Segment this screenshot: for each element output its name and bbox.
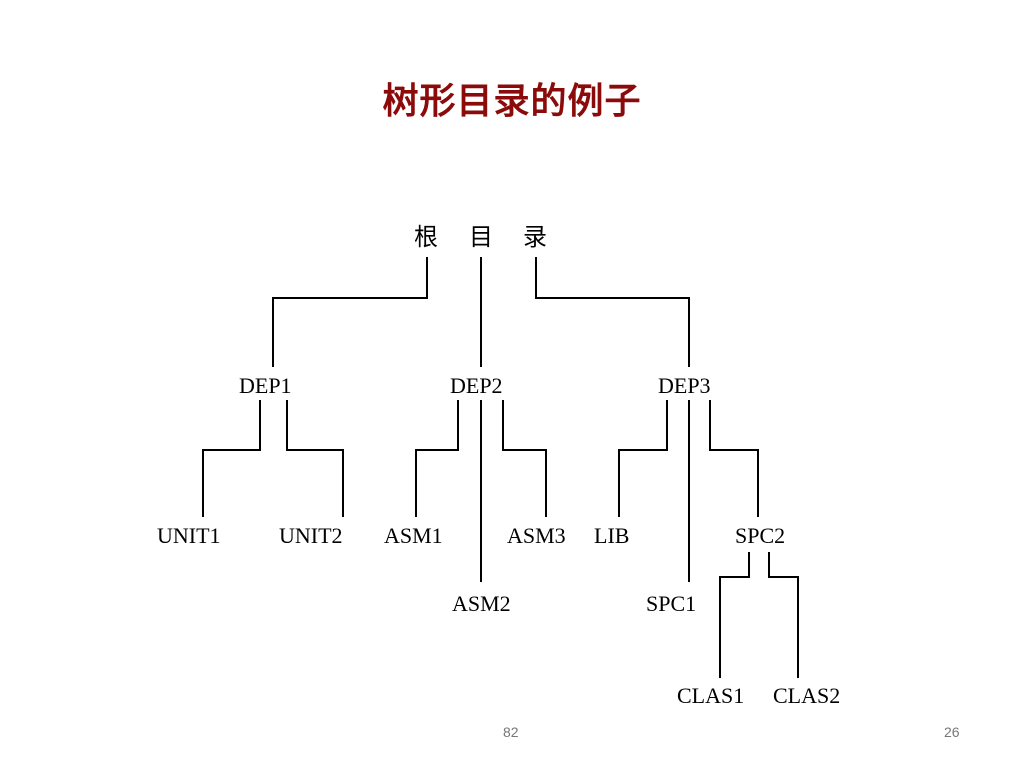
- connector-spc2-clas1: [719, 576, 750, 578]
- page-number-center: 82: [503, 724, 519, 740]
- node-lib: LIB: [594, 523, 630, 548]
- node-unit1: UNIT1: [157, 523, 221, 548]
- connector-dep3-lib: [618, 449, 668, 451]
- connector-dep2-asm2: [480, 400, 482, 582]
- connector-dep3-spc1: [688, 400, 690, 582]
- connector-dep2-asm3: [502, 400, 504, 451]
- connector-dep2-asm1: [415, 449, 417, 517]
- connector-dep1-unit1: [202, 449, 261, 451]
- node-asm2: ASM2: [452, 591, 511, 616]
- node-unit2: UNIT2: [279, 523, 343, 548]
- node-spc2: SPC2: [735, 523, 786, 548]
- connector-spc2-clas1: [748, 552, 750, 578]
- slide-title: 树形目录的例子: [382, 81, 642, 122]
- connector-root-dep2: [480, 257, 482, 367]
- connector-dep1-unit2: [342, 449, 344, 517]
- connector-dep3-lib: [618, 449, 620, 517]
- connector-dep3-spc2: [709, 400, 711, 451]
- connector-spc2-clas1: [719, 576, 721, 678]
- connector-dep2-asm1: [415, 449, 459, 451]
- connector-root-dep1: [272, 297, 274, 367]
- node-clas2: CLAS2: [773, 683, 841, 708]
- connector-dep1-unit1: [259, 400, 261, 451]
- node-asm3: ASM3: [507, 523, 566, 548]
- connector-dep2-asm1: [457, 400, 459, 451]
- connector-dep2-asm3: [502, 449, 547, 451]
- connector-root-dep3: [535, 257, 537, 298]
- node-clas1: CLAS1: [677, 683, 745, 708]
- node-dep1: DEP1: [239, 373, 292, 398]
- slide-number: 26: [944, 724, 960, 740]
- node-dep2: DEP2: [450, 373, 503, 398]
- connector-spc2-clas2: [797, 576, 799, 678]
- node-spc1: SPC1: [646, 591, 697, 616]
- connector-dep1-unit2: [286, 449, 344, 451]
- connector-spc2-clas2: [768, 552, 770, 578]
- root-char-2: 目: [469, 225, 493, 251]
- connector-root-dep3: [535, 297, 690, 299]
- connector-root-dep1: [272, 297, 428, 299]
- root-char-1: 根: [414, 225, 438, 251]
- connector-dep3-spc2: [709, 449, 759, 451]
- root-char-3: 录: [523, 225, 547, 251]
- node-asm1: ASM1: [384, 523, 443, 548]
- connector-dep2-asm3: [545, 449, 547, 517]
- connector-spc2-clas2: [768, 576, 799, 578]
- node-dep3: DEP3: [658, 373, 711, 398]
- connector-dep1-unit1: [202, 449, 204, 517]
- connector-root-dep1: [426, 257, 428, 298]
- connector-dep1-unit2: [286, 400, 288, 451]
- connector-root-dep3: [688, 297, 690, 367]
- connector-dep3-spc2: [757, 449, 759, 517]
- connector-dep3-lib: [666, 400, 668, 451]
